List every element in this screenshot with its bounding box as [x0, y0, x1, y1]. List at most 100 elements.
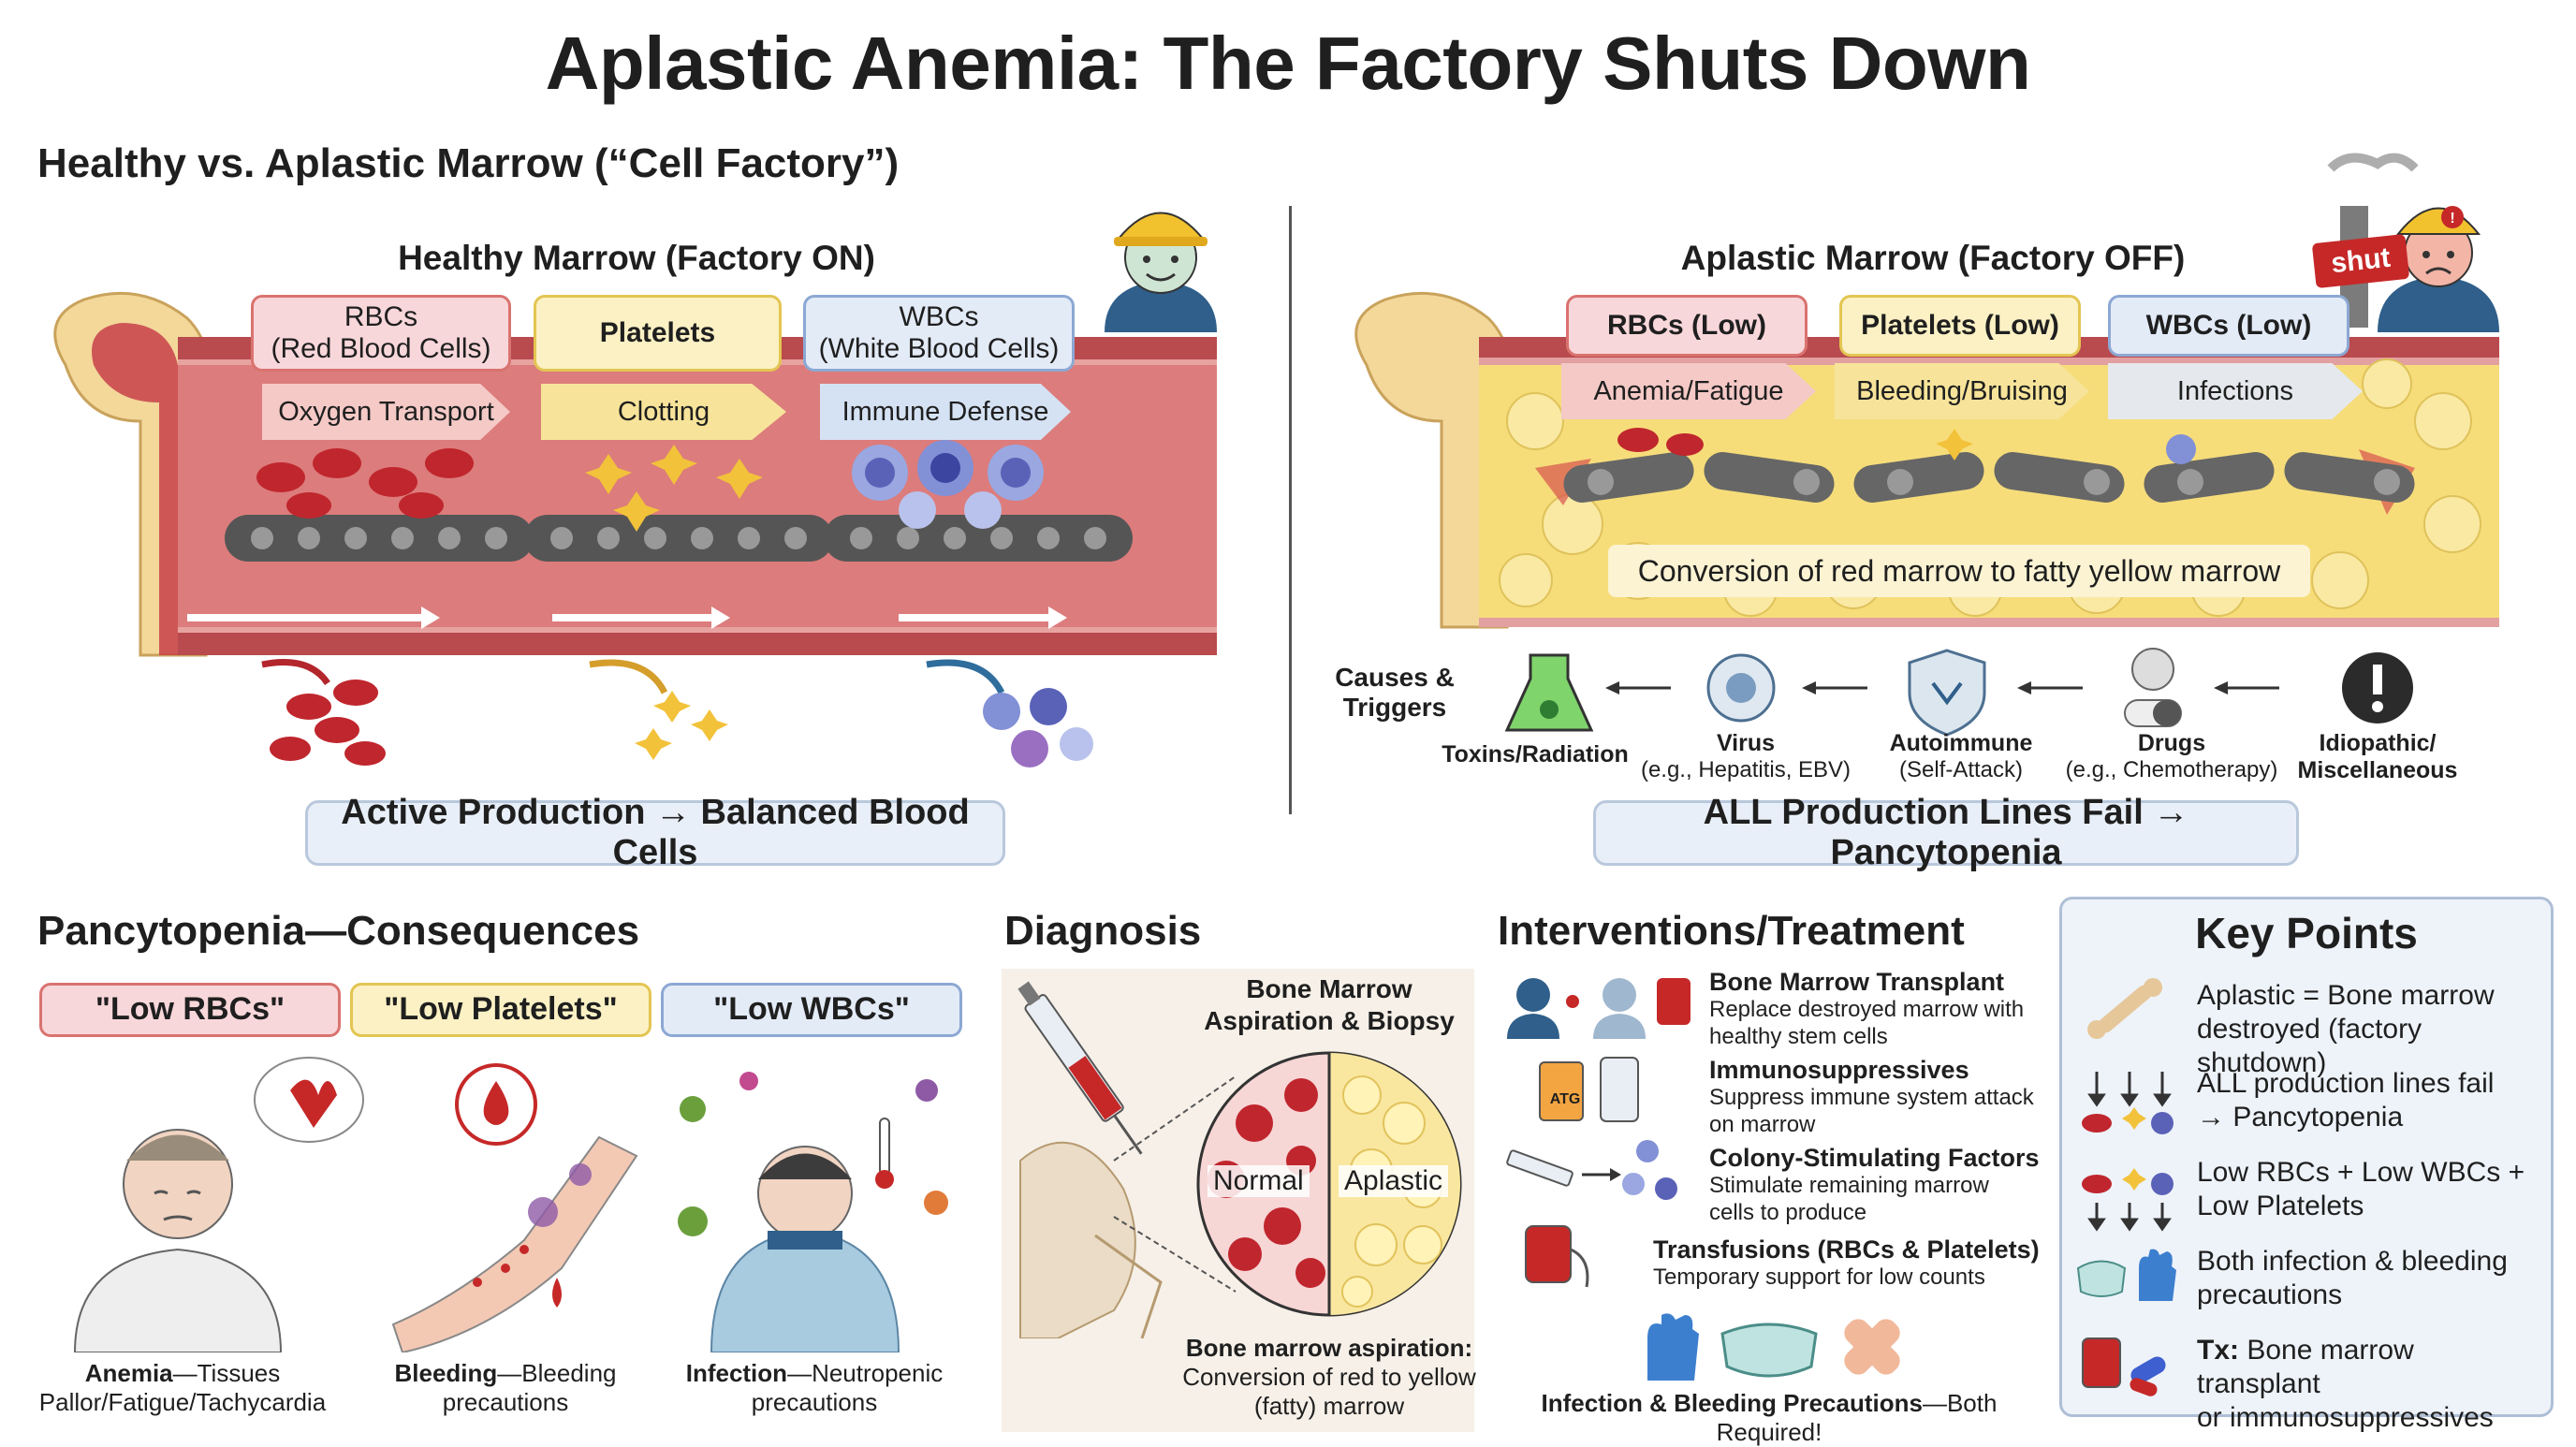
- treatment-item-immuno: Immunosuppressives Suppress immune syste…: [1709, 1056, 2102, 1139]
- aplastic-wbc-arrow: Infections: [2108, 363, 2363, 419]
- svg-text:!: !: [2450, 211, 2454, 227]
- treatment-transfusion-title: Transfusions (RBCs & Platelets): [1653, 1235, 2040, 1264]
- page-title: Aplastic Anemia: The Factory Shuts Down: [545, 22, 2031, 105]
- healthy-rbc-arrow-text: Oxygen Transport: [278, 396, 494, 427]
- cause-autoimmune: Autoimmune(Self-Attack): [1872, 730, 2050, 782]
- healthy-platelet-arrow: Clotting: [541, 384, 786, 440]
- cause-drugs-name: Drugs: [2137, 730, 2206, 756]
- fatigued-person-icon: [73, 1057, 364, 1352]
- healthy-heading: Healthy Marrow (Factory ON): [398, 239, 875, 277]
- cause-virus-sub: (e.g., Hepatitis, EBV): [1640, 756, 1852, 782]
- shield-icon: [1908, 649, 1986, 737]
- conveyor-platelets: [524, 515, 833, 562]
- consequence-anemia-rest: —Tissues: [172, 1359, 281, 1387]
- healthy-wbc-arrow: Immune Defense: [820, 384, 1071, 440]
- cause-autoimmune-sub: (Self-Attack): [1898, 756, 2024, 782]
- tag-low-rbcs-text: "Low RBCs": [95, 991, 285, 1028]
- biopsy-illustration: [1017, 981, 1462, 1338]
- aplastic-rbc-arrow-text: Anemia/Fatigue: [1593, 375, 1784, 406]
- consequences-heading: Pancytopenia—Consequences: [37, 908, 640, 954]
- exclamation-icon: [2342, 652, 2413, 724]
- diagnosis-caption-bold: Bone marrow aspiration:: [1185, 1334, 1473, 1362]
- low-cells-icon: [2082, 1168, 2174, 1232]
- key-point-1: Aplastic = Bone marrow destroyed (factor…: [2197, 980, 2495, 1078]
- aplastic-wbc-text: WBCs (Low): [2145, 309, 2312, 341]
- cause-idiopathic-name: Idiopathic/ Miscellaneous: [2297, 730, 2458, 783]
- healthy-rbc-arrow: Oxygen Transport: [262, 384, 510, 440]
- treatment-immuno-desc: Suppress immune system attack on marrow: [1709, 1085, 2034, 1137]
- healthy-summary: Active Production → Balanced Blood Cells: [305, 793, 1005, 872]
- consequence-anemia-line2: Pallor/Fatigue/Tachycardia: [38, 1388, 327, 1417]
- key-point-3: Low RBCs + Low WBCs + Low Platelets: [2197, 1157, 2525, 1221]
- aplastic-rbc-arrow: Anemia/Fatigue: [1561, 363, 1816, 419]
- aplastic-wbc-arrow-text: Infections: [2176, 375, 2294, 406]
- bandage-icon: [1844, 1319, 1900, 1375]
- bone-icon: [2087, 978, 2162, 1039]
- key-points-panel: [2059, 897, 2554, 1417]
- consequence-bleeding-line2: precautions: [442, 1388, 569, 1417]
- glove-icon: [1647, 1313, 1699, 1381]
- treatment-item-transfusion: Transfusions (RBCs & Platelets) Temporar…: [1653, 1235, 2065, 1292]
- cause-virus-name: Virus: [1716, 730, 1776, 756]
- diagnosis-caption: Bone marrow aspiration:Conversion of red…: [1175, 1334, 1484, 1422]
- diagnosis-procedure: Bone Marrow Aspiration & Biopsy: [1204, 974, 1455, 1035]
- diagnosis-normal-label: Normal: [1208, 1165, 1310, 1197]
- pill-icon: [2124, 648, 2182, 727]
- syringe-stimulate-icon: [1506, 1140, 1677, 1200]
- consequences-illustrations: [73, 1057, 948, 1352]
- consequence-infection-rest: —Neutropenic: [787, 1359, 944, 1387]
- bruised-arm-icon: [391, 1063, 638, 1352]
- key-point-2: ALL production lines fail → Pancytopenia: [2197, 1068, 2495, 1133]
- cause-drugs-sub: (e.g., Chemotherapy): [2065, 756, 2278, 782]
- healthy-rbc-label: RBCs (Red Blood Cells): [251, 295, 511, 372]
- key-points-icons: [2076, 978, 2176, 1396]
- cause-virus: Virus(e.g., Hepatitis, EBV): [1633, 730, 1858, 782]
- consequence-infection-bold: Infection: [685, 1359, 788, 1387]
- treatment-csf-desc: Stimulate remaining marrow cells to prod…: [1709, 1173, 1989, 1225]
- cause-autoimmune-name: Autoimmune: [1889, 730, 2033, 756]
- healthy-wbc-arrow-text: Immune Defense: [842, 396, 1049, 427]
- vial-icon: [1539, 1057, 1639, 1122]
- tag-low-rbcs: "Low RBCs": [39, 983, 341, 1037]
- transplant-icon: [1507, 978, 1690, 1039]
- blood-bag-icon: [1525, 1225, 1589, 1288]
- treatment-item-csf: Colony-Stimulating Factors Stimulate rem…: [1709, 1144, 2102, 1227]
- consequence-bleeding-bold: Bleeding: [394, 1359, 498, 1387]
- cells-icon: [2082, 1107, 2174, 1134]
- aplastic-heading: Aplastic Marrow (Factory OFF): [1680, 239, 2186, 277]
- syringe-icon: [1017, 981, 1143, 1155]
- cause-idiopathic: Idiopathic/ Miscellaneous: [2284, 730, 2471, 784]
- causes-heading: Causes & Triggers: [1335, 663, 1455, 723]
- treatment-heading: Interventions/Treatment: [1498, 908, 1965, 954]
- cause-drugs: Drugs(e.g., Chemotherapy): [2059, 730, 2284, 782]
- aplastic-platelet-label: Platelets (Low): [1839, 295, 2081, 357]
- healthy-wbc-text: WBCs (White Blood Cells): [818, 300, 1060, 365]
- key-point-5-bold: Tx:: [2197, 1335, 2239, 1366]
- conveyor-rbc: [225, 515, 534, 562]
- down-arrows-icon: [2087, 1072, 2172, 1107]
- causes-icons: [1504, 648, 2413, 737]
- section-divider: [1289, 206, 1292, 814]
- precautions-icons: [1647, 1313, 1900, 1381]
- consequence-anemia-bold: Anemia: [84, 1359, 173, 1387]
- tag-low-wbcs-text: "Low WBCs": [713, 991, 910, 1028]
- atg-vial-label: ATG: [1549, 1091, 1581, 1107]
- aplastic-rbc-text: RBCs (Low): [1607, 309, 1766, 341]
- tag-low-platelets: "Low Platelets": [350, 983, 651, 1037]
- treatment-item-transplant: Bone Marrow Transplant Replace destroyed…: [1709, 968, 2102, 1051]
- treatment-transplant-title: Bone Marrow Transplant: [1709, 968, 2005, 996]
- mask-glove-icon: [2076, 1249, 2176, 1301]
- key-point-4: Both infection & bleeding precautions: [2197, 1246, 2508, 1310]
- sick-person-icon: [678, 1072, 948, 1352]
- healthy-platelet-arrow-text: Clotting: [617, 396, 710, 427]
- precautions-caption: Infection & Bleeding Precautions—Both Re…: [1488, 1389, 2050, 1447]
- mask-icon: [1720, 1323, 1818, 1378]
- aplastic-platelet-text: Platelets (Low): [1861, 309, 2059, 341]
- virus-icon: [1706, 653, 1776, 723]
- transfusion-pills-icon: [2082, 1337, 2166, 1396]
- cause-toxins: Toxins/Radiation: [1442, 741, 1629, 768]
- worker-happy-icon: [1105, 212, 1217, 332]
